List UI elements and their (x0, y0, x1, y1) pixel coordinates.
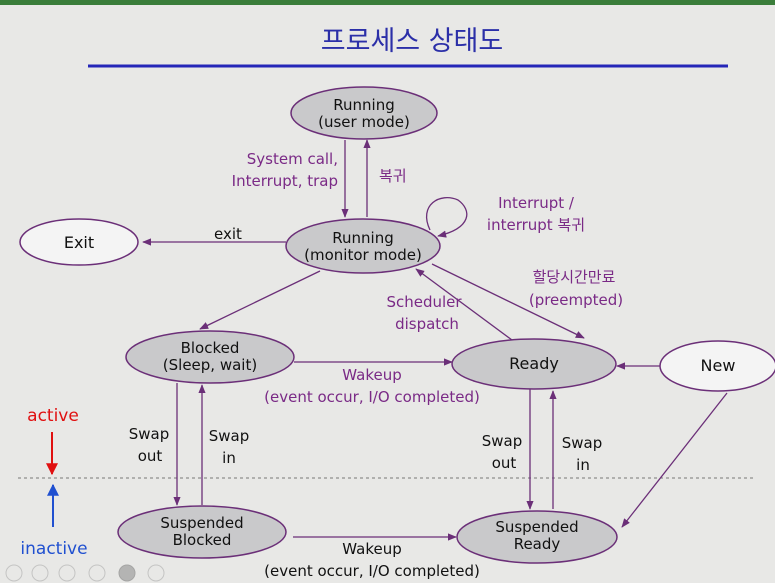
next-icon[interactable] (31, 564, 49, 582)
label-interrupt-2: interrupt 복귀 (487, 216, 585, 234)
svg-text:New: New (701, 356, 736, 375)
node-running-user: Running (user mode) (290, 86, 438, 140)
prev-icon[interactable] (5, 564, 23, 582)
label-interrupt-1: Interrupt / (498, 194, 575, 212)
svg-text:Blocked: Blocked (173, 531, 232, 549)
svg-text:(user mode): (user mode) (318, 113, 410, 131)
edge-new-suspended-ready (621, 392, 728, 528)
svg-text:Suspended: Suspended (495, 518, 578, 536)
pen-icon[interactable] (58, 564, 76, 582)
svg-text:Running: Running (332, 229, 393, 247)
svg-text:Suspended: Suspended (160, 514, 243, 532)
edge-to-blocked (199, 270, 321, 330)
svg-text:Ready: Ready (509, 354, 559, 373)
top-strip (0, 0, 775, 5)
edge-dispatch (415, 268, 513, 341)
label-swap-in-left-2: in (222, 449, 236, 467)
node-exit: Exit (19, 218, 139, 266)
svg-text:(monitor mode): (monitor mode) (304, 246, 422, 264)
label-return: 복귀 (379, 167, 407, 185)
node-suspended-ready: Suspended Ready (456, 510, 618, 564)
label-swap-out-right-2: out (492, 454, 517, 472)
svg-text:(Sleep, wait): (Sleep, wait) (163, 356, 257, 374)
label-swap-in-right-2: in (576, 456, 590, 474)
label-swap-out-right-1: Swap (482, 432, 523, 450)
node-ready: Ready (451, 338, 617, 390)
edge-interrupt-loop (425, 197, 468, 238)
label-system-call-2: Interrupt, trap (232, 172, 338, 190)
slide-toolbar[interactable] (5, 564, 165, 582)
edge-preempted (431, 263, 585, 339)
node-blocked: Blocked (Sleep, wait) (125, 330, 295, 384)
label-wakeup-top-1: Wakeup (342, 366, 401, 384)
label-scheduler-1: Scheduler (386, 293, 462, 311)
label-active: active (27, 406, 79, 426)
slides-icon[interactable] (88, 564, 106, 582)
label-preempted-2: (preempted) (529, 291, 623, 309)
more-icon[interactable] (147, 564, 165, 582)
svg-text:Exit: Exit (64, 233, 94, 252)
svg-text:Blocked: Blocked (181, 339, 240, 357)
node-suspended-blocked: Suspended Blocked (117, 505, 287, 559)
label-preempted-1: 할당시간만료 (533, 268, 616, 286)
label-wakeup-bottom-1: Wakeup (342, 540, 401, 558)
label-wakeup-bottom-2: (event occur, I/O completed) (264, 562, 480, 580)
label-wakeup-top-2: (event occur, I/O completed) (264, 388, 480, 406)
label-swap-in-left-1: Swap (209, 427, 250, 445)
label-swap-out-left-2: out (138, 447, 163, 465)
label-swap-in-right-1: Swap (562, 434, 603, 452)
node-running-monitor: Running (monitor mode) (285, 218, 441, 274)
zoom-icon[interactable] (118, 564, 136, 582)
svg-text:Ready: Ready (514, 535, 561, 553)
label-inactive: inactive (20, 539, 87, 559)
svg-text:Running: Running (333, 96, 394, 114)
label-scheduler-2: dispatch (395, 315, 459, 333)
node-new: New (659, 340, 775, 392)
page-title: 프로세스 상태도 (321, 26, 503, 57)
label-swap-out-left-1: Swap (129, 425, 170, 443)
label-system-call-1: System call, (247, 150, 338, 168)
label-exit: exit (214, 225, 242, 243)
